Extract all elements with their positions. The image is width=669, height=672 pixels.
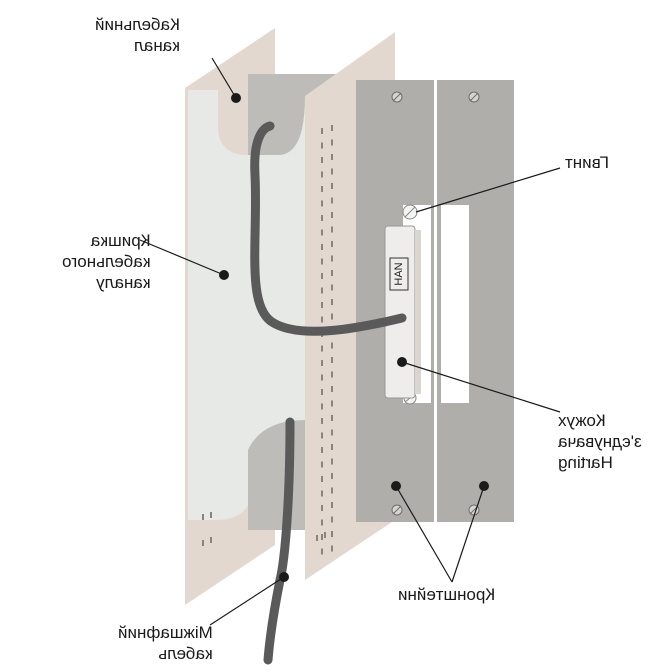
duct-slot	[331, 372, 333, 378]
duct-slot	[321, 520, 323, 526]
duct-slot	[321, 476, 323, 482]
duct-slot	[331, 198, 333, 204]
duct-slot	[331, 169, 333, 175]
duct-slot	[321, 186, 323, 192]
duct-slot	[202, 540, 204, 546]
label-line: кабель	[118, 643, 213, 664]
screw-icon	[392, 92, 402, 102]
duct-slot	[321, 346, 323, 352]
duct-slot	[331, 343, 333, 349]
label-line: Кожух	[558, 410, 642, 431]
label-line: Кронштейни	[398, 584, 495, 605]
duct-slot	[331, 415, 333, 421]
duct-slot	[321, 418, 323, 424]
label-screw: Гвинт	[565, 152, 609, 173]
screw-icon	[403, 205, 417, 219]
duct-slot	[331, 154, 333, 160]
duct-slot	[321, 491, 323, 497]
duct-slot	[331, 459, 333, 465]
label-intercabinet-cable: Міжшафний кабель	[118, 622, 213, 664]
duct-slot	[321, 505, 323, 511]
duct-slot	[321, 534, 323, 540]
duct-slot	[210, 537, 212, 543]
duct-slot	[321, 157, 323, 163]
duct-slot	[321, 215, 323, 221]
duct-slot	[331, 125, 333, 131]
duct-slot	[331, 517, 333, 523]
label-line: Кабельний	[95, 14, 180, 35]
duct-slot	[331, 386, 333, 392]
harting-housing	[385, 226, 415, 398]
label-line: Міжшафний	[118, 622, 213, 643]
duct-slot	[331, 270, 333, 276]
duct-slot	[331, 473, 333, 479]
duct-slot	[202, 514, 204, 520]
duct-slot	[316, 535, 318, 541]
label-line: Кришка	[62, 230, 151, 251]
duct-slot	[321, 230, 323, 236]
duct-slot	[331, 241, 333, 247]
duct-slot	[321, 375, 323, 381]
duct-slot	[331, 401, 333, 407]
duct-slot	[331, 212, 333, 218]
screw-icon	[469, 92, 479, 102]
duct-slot	[321, 462, 323, 468]
duct-slot	[321, 128, 323, 134]
duct-slot	[321, 201, 323, 207]
duct-slot	[331, 256, 333, 262]
label-line: канал	[95, 35, 180, 56]
label-line: Гвинт	[565, 152, 609, 173]
label-channel-cover: Кришка кабельного каналу	[62, 230, 151, 293]
screw-icon	[392, 505, 402, 515]
label-harting-housing: Кожух з'єднувача Harting	[558, 410, 642, 473]
duct-slot	[331, 488, 333, 494]
duct-slot	[321, 549, 323, 555]
duct-slot	[331, 285, 333, 291]
duct-slot	[324, 532, 326, 538]
label-brackets: Кронштейни	[398, 584, 495, 605]
duct-slot	[321, 317, 323, 323]
duct-slot	[321, 404, 323, 410]
duct-slot	[331, 299, 333, 305]
duct-slot	[331, 140, 333, 146]
duct-slot	[331, 357, 333, 363]
label-line: каналу	[62, 272, 151, 293]
label-line: з'єднувача	[558, 431, 642, 452]
duct-slot	[331, 227, 333, 233]
duct-slot	[321, 447, 323, 453]
duct-slot	[321, 273, 323, 279]
label-line: Harting	[558, 452, 642, 473]
duct-slot	[321, 360, 323, 366]
duct-slot	[331, 531, 333, 537]
harting-housing-side	[415, 230, 421, 394]
duct-slot	[331, 183, 333, 189]
bracket-slot-right	[441, 205, 469, 403]
connector-logo-text: HAN	[393, 262, 405, 285]
duct-slot	[321, 244, 323, 250]
label-cable-channel: Кабельний канал	[95, 14, 180, 56]
duct-slot	[321, 259, 323, 265]
duct-slot	[331, 546, 333, 552]
duct-slot	[321, 143, 323, 149]
duct-slot	[321, 288, 323, 294]
duct-slot	[321, 302, 323, 308]
duct-slot	[331, 444, 333, 450]
duct-slot	[210, 512, 212, 518]
duct-slot	[321, 172, 323, 178]
duct-slot	[321, 433, 323, 439]
duct-slot	[331, 314, 333, 320]
duct-slot	[331, 502, 333, 508]
duct-slot	[331, 430, 333, 436]
duct-slot	[321, 389, 323, 395]
label-line: кабельного	[62, 251, 151, 272]
